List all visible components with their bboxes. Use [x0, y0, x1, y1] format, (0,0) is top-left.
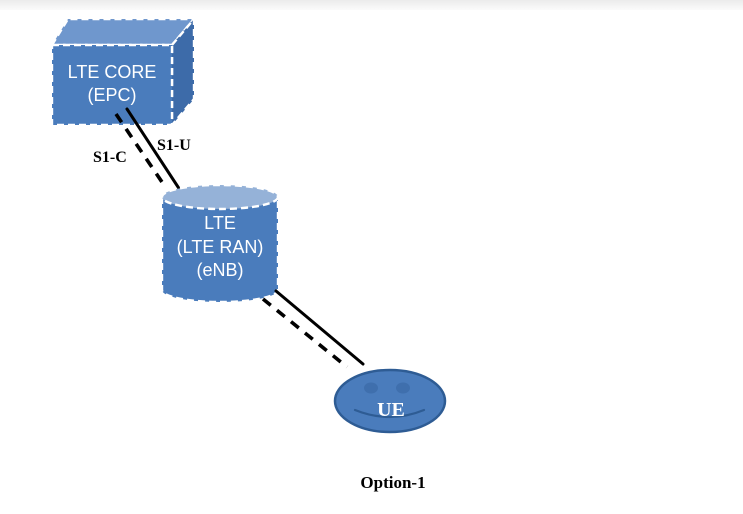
ue-face	[333, 368, 447, 434]
link-s1-c-line	[114, 112, 168, 190]
link-ran-ue-solid-line	[274, 289, 365, 366]
lte-ran-label-line3: (eNB)	[196, 260, 243, 280]
figure-caption: Option-1	[360, 473, 425, 492]
cube-side-face	[170, 15, 196, 129]
lte-ran-label-line1: LTE	[204, 213, 236, 233]
node-lte-core: LTE CORE (EPC)	[49, 15, 197, 129]
ue-right-eye	[396, 382, 410, 394]
ue-label: UE	[377, 399, 405, 421]
ue-left-eye	[364, 382, 378, 394]
node-lte-ran: LTE (LTE RAN) (eNB)	[160, 183, 280, 304]
cylinder-top	[160, 183, 280, 211]
link-ran-ue-dashed-line	[261, 297, 349, 369]
ue-smile	[353, 408, 426, 419]
top-edge-shading	[0, 0, 743, 10]
lte-core-label-line2: (EPC)	[88, 85, 137, 105]
link-label-s1-c: S1-C	[93, 149, 127, 166]
cube-top-face	[49, 17, 197, 47]
lte-core-label-line1: LTE CORE	[68, 62, 157, 82]
lte-ran-label-line2: (LTE RAN)	[177, 237, 264, 257]
cube-front-face	[50, 43, 174, 127]
link-s1-u-line	[125, 107, 182, 192]
link-label-s1-u: S1-U	[157, 137, 191, 154]
node-ue: UE	[333, 368, 447, 434]
cylinder-body	[160, 195, 280, 304]
